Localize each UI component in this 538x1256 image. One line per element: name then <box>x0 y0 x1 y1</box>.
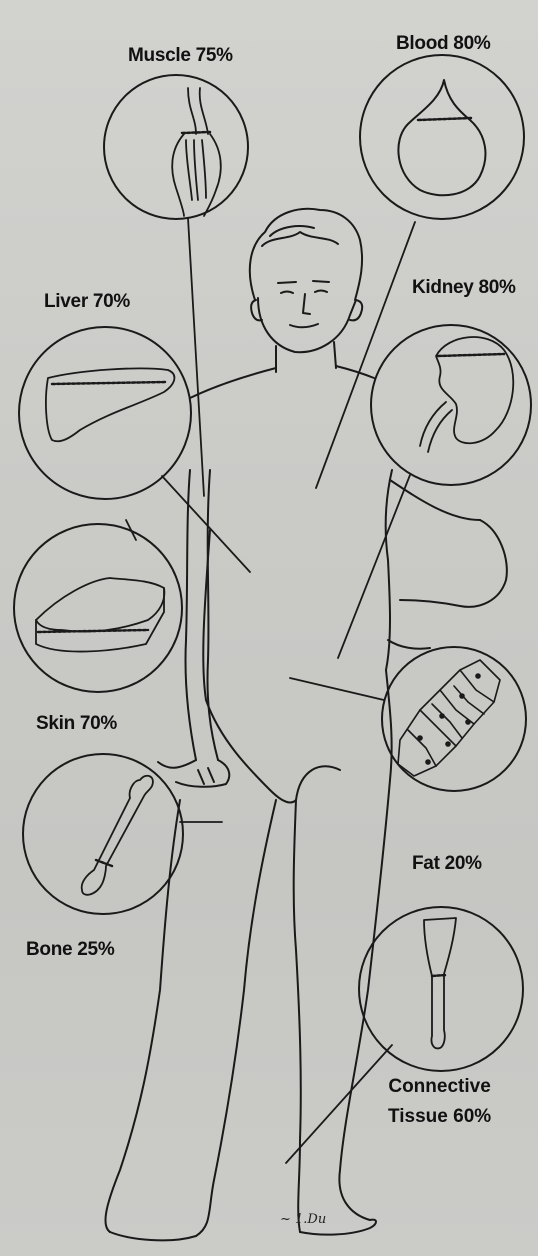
blood-drop-icon <box>398 80 485 195</box>
leader-lines <box>126 218 415 1163</box>
label-kidney: Kidney 80% <box>412 276 516 300</box>
label-connective-line1: Connective <box>388 1072 491 1102</box>
liver-icon <box>46 368 174 441</box>
liver-circle <box>19 327 191 499</box>
skin-circle <box>14 524 182 692</box>
label-muscle: Muscle 75% <box>128 44 233 68</box>
tendon-icon <box>424 918 456 1048</box>
bone-icon <box>82 776 153 895</box>
kidney-circle <box>371 325 531 485</box>
muscle-icon <box>172 88 221 216</box>
fat-circle <box>382 647 526 791</box>
label-fat: Fat 20% <box>412 852 482 876</box>
label-connective-tissue: Connective Tissue 60% <box>388 1072 491 1132</box>
label-bone: Bone 25% <box>26 938 114 962</box>
label-blood: Blood 80% <box>396 32 490 56</box>
label-connective-line2: Tissue 60% <box>388 1102 491 1132</box>
label-liver: Liver 70% <box>44 290 130 314</box>
kidney-icon <box>420 337 513 452</box>
artist-signature: ~ 1.Du <box>280 1212 326 1227</box>
fat-cells-icon <box>398 660 500 776</box>
label-skin: Skin 70% <box>36 712 117 736</box>
skin-block-icon <box>36 578 164 652</box>
bone-circle <box>23 754 183 914</box>
